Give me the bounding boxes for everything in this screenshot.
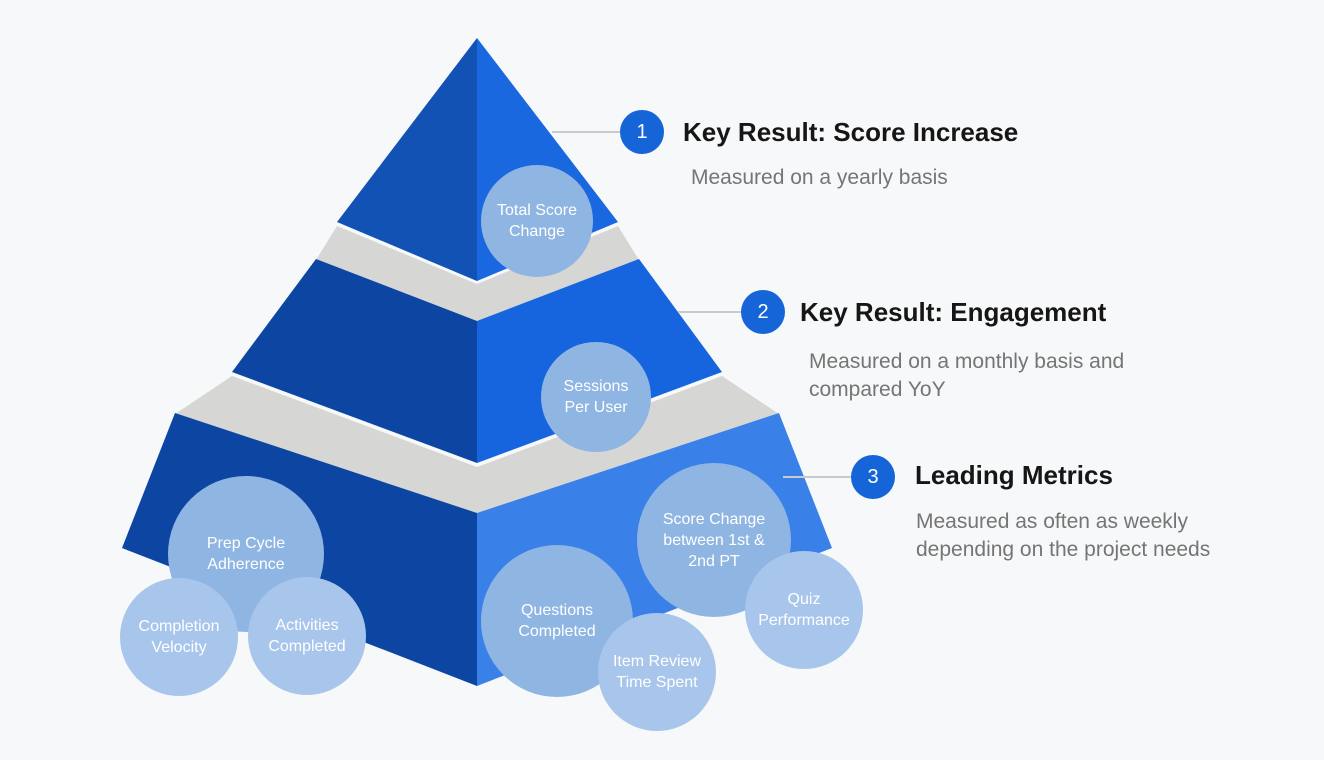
callout-number: 3 bbox=[867, 465, 879, 488]
metric-bubble-activities-completed: Activities Completed bbox=[248, 577, 366, 695]
callout-1-number-badge: 1 bbox=[620, 110, 664, 154]
callout-3-number-badge: 3 bbox=[851, 455, 895, 499]
metric-bubble-label: Questions Completed bbox=[518, 602, 596, 640]
callout-2-number-badge: 2 bbox=[741, 290, 785, 334]
callout-number: 2 bbox=[757, 300, 769, 323]
metric-bubble-total-score-change: Total Score Change bbox=[481, 165, 593, 277]
metric-bubble-label: Completion Velocity bbox=[138, 618, 220, 656]
metric-bubble-quiz-performance: Quiz Performance bbox=[745, 551, 863, 669]
metric-bubble-label: Quiz Performance bbox=[758, 591, 850, 629]
callout-number: 1 bbox=[636, 120, 648, 143]
metric-bubble-label: Score Change between 1st & 2nd PT bbox=[662, 510, 766, 570]
pyramid-tier-2-left-face bbox=[232, 259, 477, 463]
metric-bubble-label: Sessions Per User bbox=[563, 378, 629, 416]
callout-3-title: Leading Metrics bbox=[915, 460, 1113, 490]
callout-1-title: Key Result: Score Increase bbox=[683, 117, 1019, 147]
metric-bubble-label: Activities Completed bbox=[268, 617, 346, 655]
metric-bubble-completion-velocity: Completion Velocity bbox=[120, 578, 238, 696]
metric-bubble-sessions-per-user: Sessions Per User bbox=[541, 342, 651, 452]
metric-bubble-label: Item Review Time Spent bbox=[612, 653, 702, 691]
callout-1-description: Measured on a yearly basis bbox=[691, 166, 948, 189]
metric-bubble-label: Total Score Change bbox=[496, 202, 578, 240]
metric-bubble-item-review-time-spent: Item Review Time Spent bbox=[598, 613, 716, 731]
callout-2-title: Key Result: Engagement bbox=[800, 297, 1107, 327]
pyramid-band-2 bbox=[175, 376, 779, 514]
callout-2-description: Measured on a monthly basis and compared… bbox=[809, 350, 1125, 401]
pyramid-tier-1-left-face bbox=[337, 38, 477, 281]
pyramid-band-1 bbox=[316, 226, 639, 322]
callout-3-description: Measured as often as weekly depending on… bbox=[916, 510, 1211, 561]
metric-bubble-label: Prep Cycle Adherence bbox=[206, 535, 286, 573]
